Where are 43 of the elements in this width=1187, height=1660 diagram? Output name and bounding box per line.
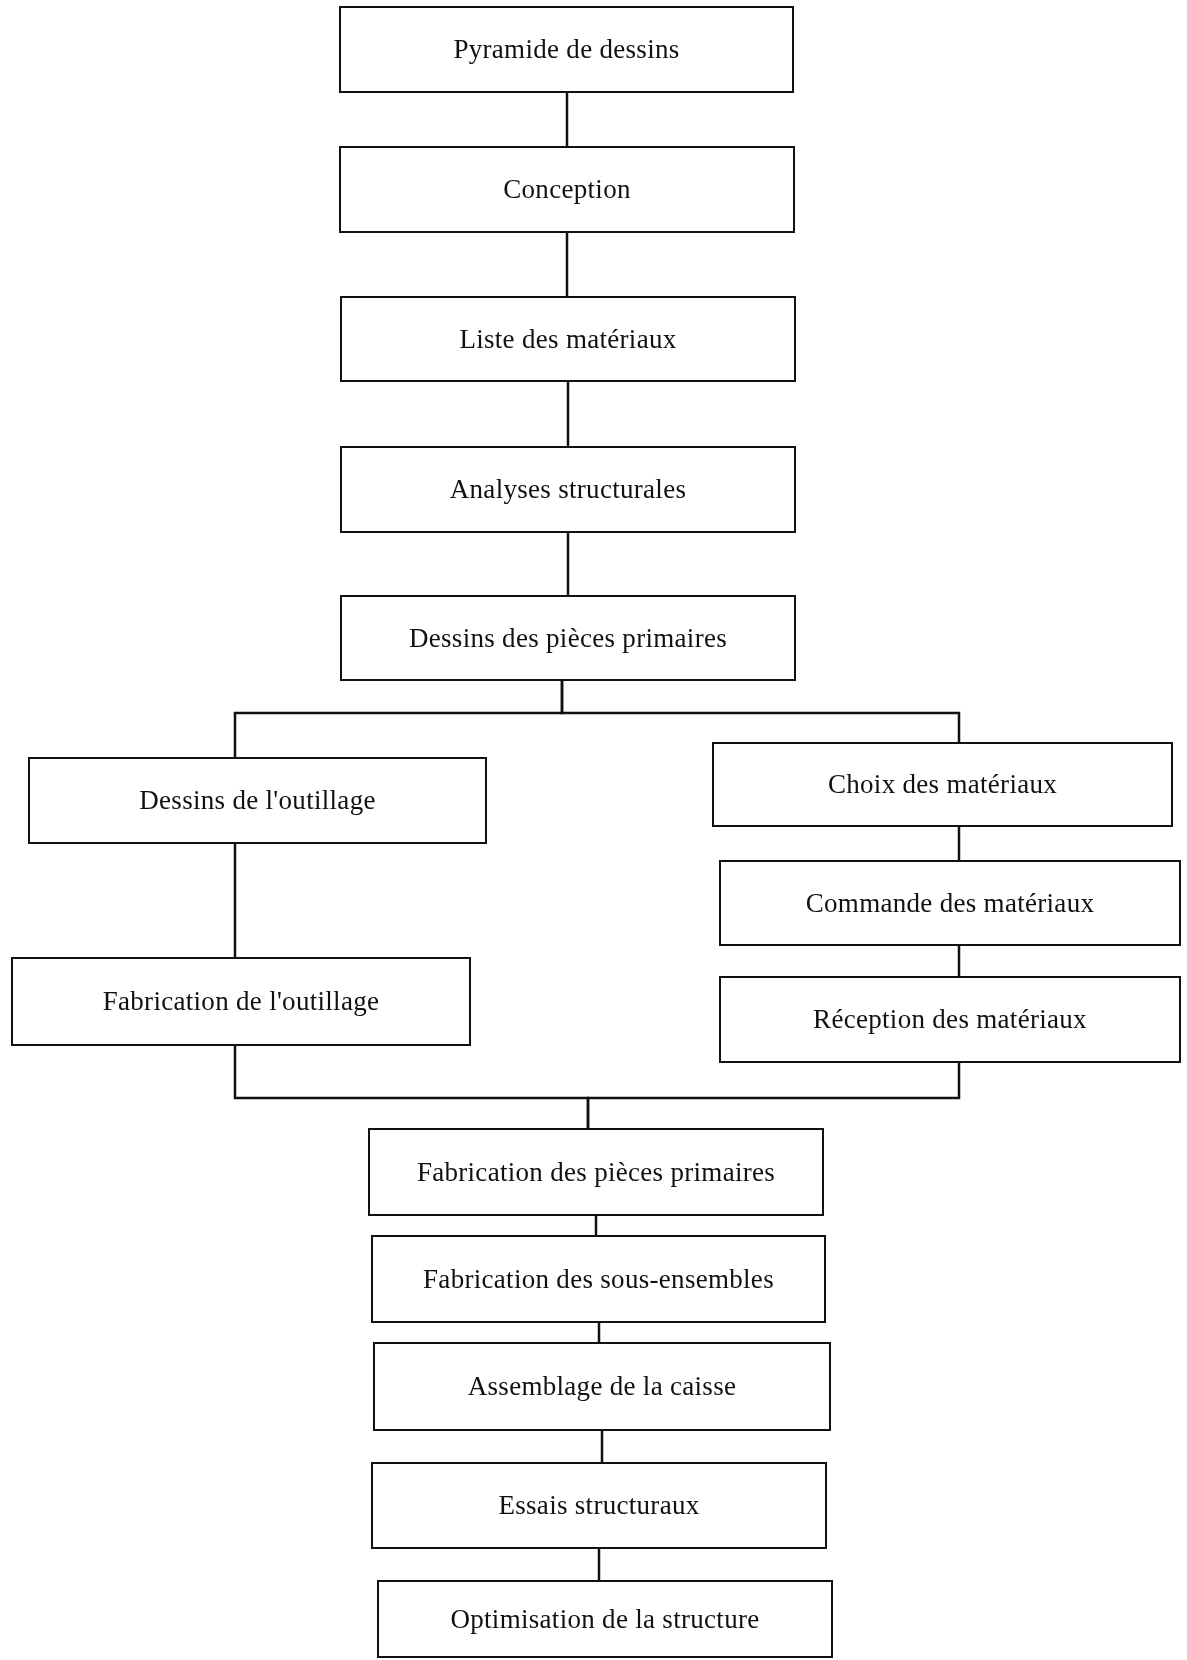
connector-line — [565, 93, 569, 146]
connector-line — [586, 1063, 961, 1128]
box-label: Conception — [503, 174, 631, 205]
box-label: Analyses structurales — [449, 474, 687, 505]
connector-line — [233, 844, 237, 957]
box-label: Assemblage de la caisse — [467, 1371, 737, 1402]
process-box — [371, 1462, 827, 1549]
process-box — [719, 976, 1181, 1063]
connector-line — [566, 382, 570, 446]
box-label: Commande des matériaux — [805, 887, 1095, 919]
connector-line — [560, 681, 961, 742]
process-box — [339, 146, 795, 233]
connector-line — [597, 1323, 601, 1342]
box-label: Pyramide de dessins — [453, 34, 680, 65]
connector-line — [597, 1549, 601, 1580]
process-box — [373, 1342, 831, 1431]
process-box — [719, 860, 1181, 946]
process-box — [371, 1235, 826, 1323]
connector-line — [957, 827, 961, 860]
box-label: Optimisation de la structure — [450, 1603, 760, 1635]
process-box — [340, 595, 796, 681]
box-label: Dessins de l'outillage — [139, 785, 376, 816]
process-box — [377, 1580, 833, 1658]
process-box — [340, 446, 796, 533]
connector-line — [565, 233, 569, 296]
process-box — [11, 957, 471, 1046]
connector-line — [566, 533, 570, 595]
process-box — [339, 6, 794, 93]
connector-line — [594, 1216, 598, 1235]
process-box — [368, 1128, 824, 1216]
process-box — [340, 296, 796, 382]
process-box — [712, 742, 1173, 827]
box-label: Fabrication de l'outillage — [102, 986, 380, 1017]
box-label: Choix des matériaux — [827, 769, 1058, 800]
box-label: Essais structuraux — [498, 1490, 700, 1521]
connector-line — [600, 1431, 604, 1462]
box-label: Fabrication des pièces primaires — [416, 1156, 776, 1188]
box-label: Réception des matériaux — [813, 1004, 1087, 1035]
box-label: Fabrication des sous-ensembles — [423, 1263, 774, 1295]
box-label: Dessins des pièces primaires — [408, 622, 728, 654]
box-label: Liste des matériaux — [459, 323, 677, 355]
connector-line — [957, 946, 961, 976]
process-box — [28, 757, 487, 844]
